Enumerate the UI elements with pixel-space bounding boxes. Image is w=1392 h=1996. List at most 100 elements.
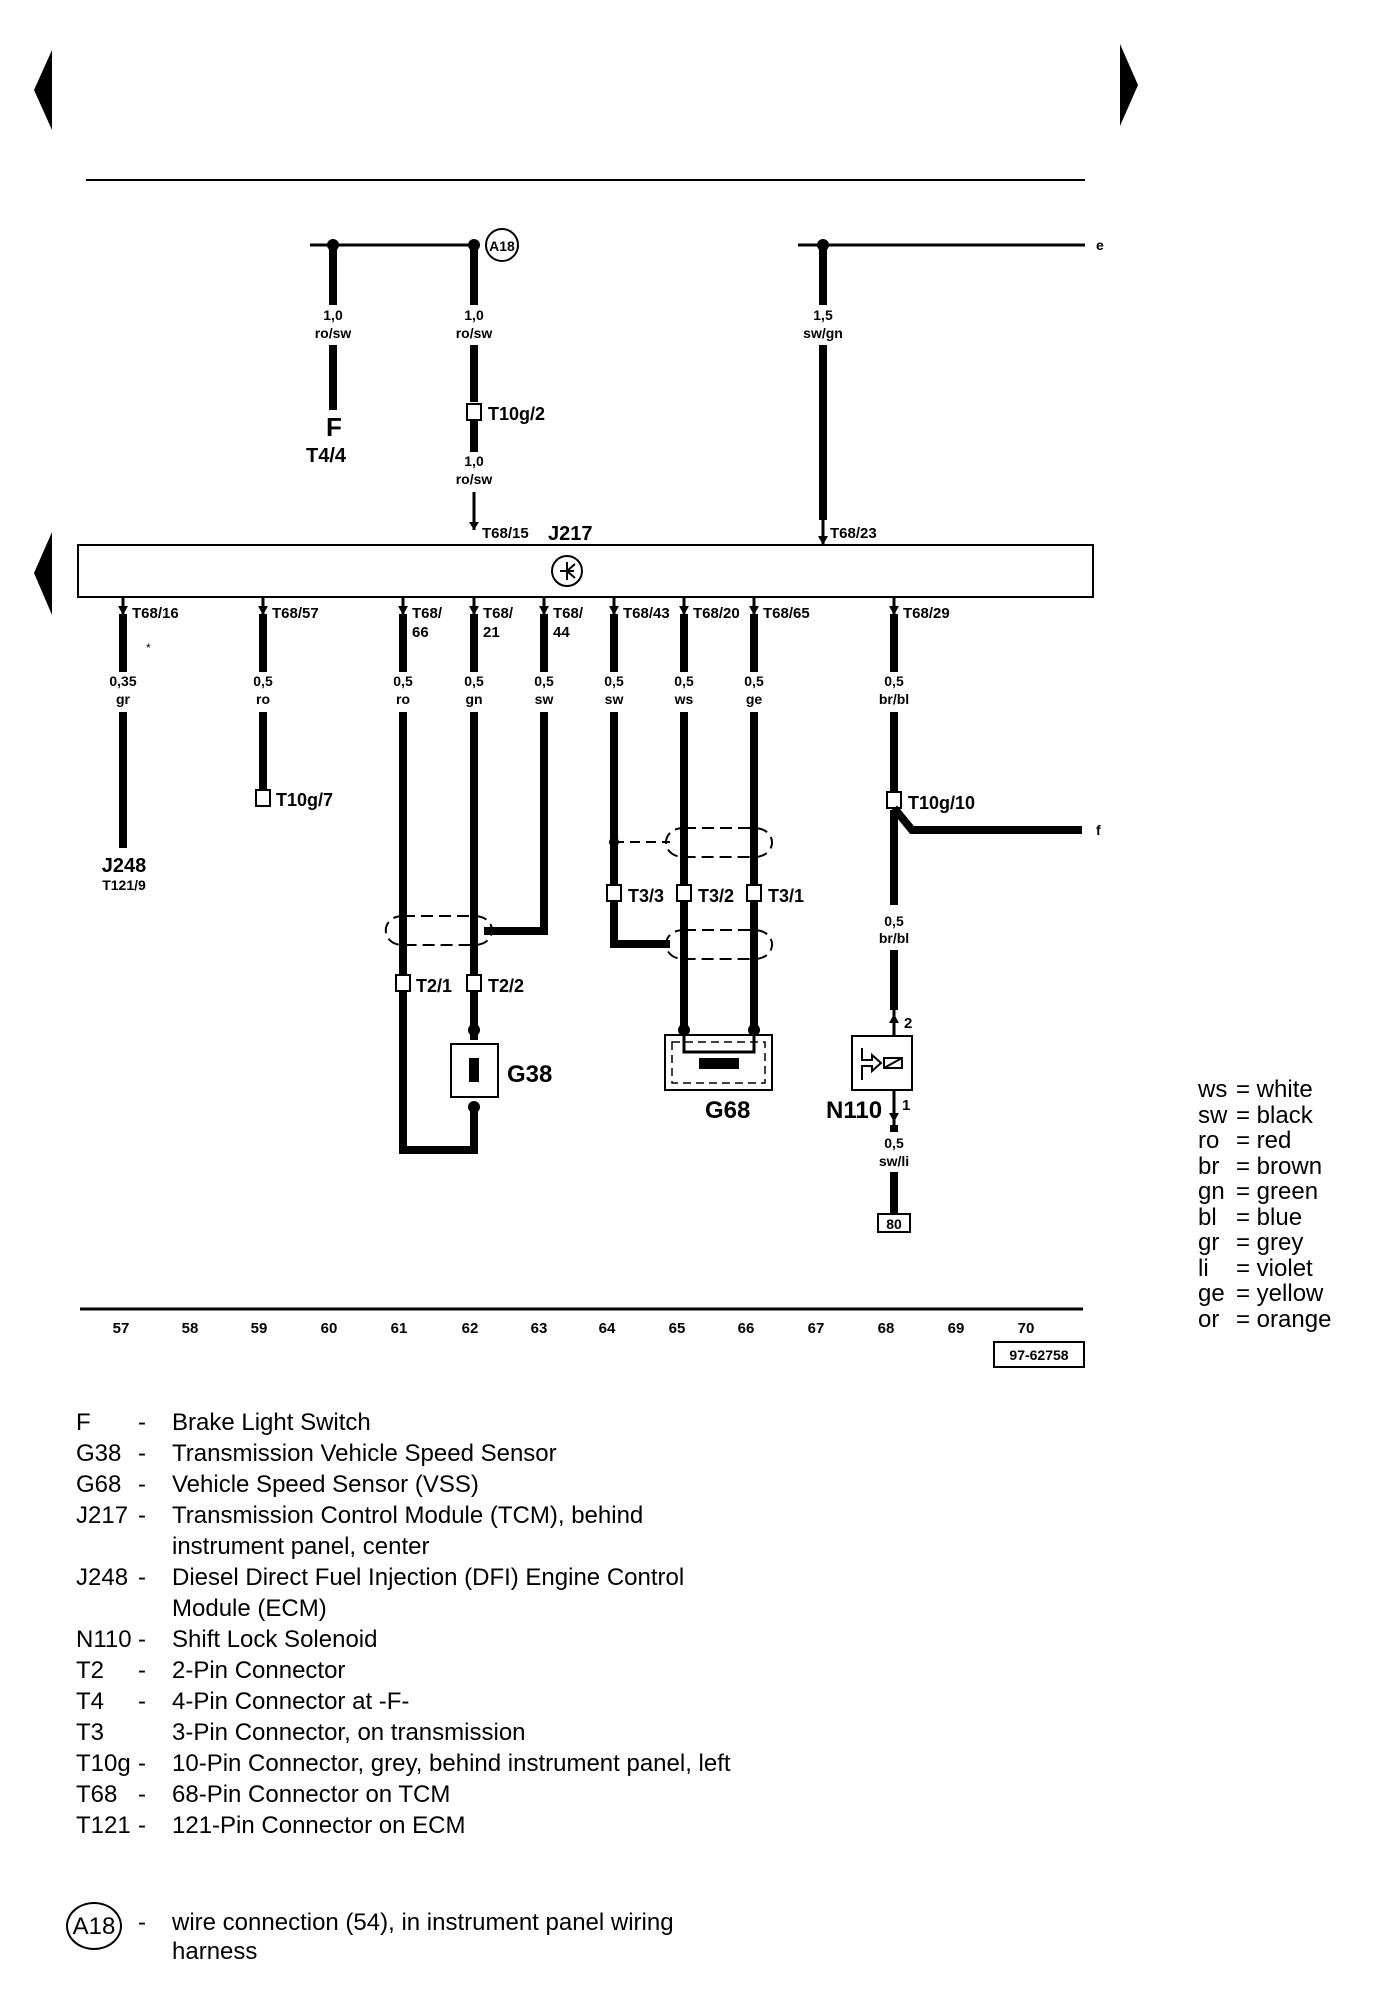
color-abbr: gn [1198, 1178, 1225, 1205]
junction-dot [748, 1024, 760, 1036]
left-arrow-icon[interactable] [34, 532, 52, 615]
connector-icon [395, 974, 411, 992]
connector-icon [466, 974, 482, 992]
pin-label: 44 [553, 624, 570, 641]
color-abbr: sw [1198, 1101, 1228, 1129]
component-f-code: F [326, 412, 342, 442]
legend-description: wire connection (54), in instrument pane… [172, 1909, 674, 1965]
color-name: = yellow [1236, 1280, 1324, 1307]
right-arrow-icon[interactable] [1120, 44, 1138, 126]
tcm-code: J217 [548, 523, 593, 545]
wire [399, 972, 478, 1154]
wire-color: ro/sw [456, 325, 493, 341]
color-legend-row: br= brown [1198, 1152, 1331, 1180]
wire-color: sw/gn [803, 325, 843, 341]
legend-description: 4-Pin Connector at -F- [172, 1688, 410, 1715]
pin-label: T68/ [483, 605, 514, 622]
n110-code: N110 [826, 1097, 882, 1124]
pin-arrow [609, 606, 619, 615]
g68-code: G68 [705, 1097, 750, 1124]
pin-arrow [118, 606, 128, 615]
wire-gauge: 0,5 [393, 673, 413, 689]
legend-code: T2 [76, 1657, 105, 1684]
legend-dash: - [138, 1657, 146, 1684]
connector-icon [676, 884, 692, 902]
wire-color: sw [535, 691, 554, 707]
grid-number: 68 [878, 1320, 895, 1337]
wire-gauge: 0,5 [674, 673, 694, 689]
legend-description: 2-Pin Connector [172, 1657, 346, 1684]
edge-label-e: e [1096, 237, 1104, 253]
wire-color: sw [605, 691, 624, 707]
legend-code: J248 [76, 1564, 129, 1591]
grid-number: 60 [321, 1320, 338, 1337]
legend-row: G68-Vehicle Speed Sensor (VSS) [76, 1469, 732, 1500]
shield-sleeve [384, 915, 493, 946]
g68-sensor-bracket [682, 1032, 756, 1054]
legend-dash: - [138, 1409, 146, 1436]
legend-code: F [76, 1409, 91, 1436]
wire-color: br/bl [879, 930, 909, 946]
color-legend-row: ro = red [1198, 1128, 1331, 1154]
wire-gauge: 0,5 [253, 673, 273, 689]
legend-dash: - [138, 1781, 146, 1808]
wire-color: ro [396, 691, 410, 707]
legend-row: T68-68-Pin Connector on TCM [76, 1779, 732, 1810]
shield-sleeve [665, 929, 773, 960]
grid-number: 58 [182, 1320, 199, 1337]
legend-row: F-Brake Light Switch [76, 1407, 732, 1438]
junction-dot [468, 1024, 480, 1036]
color-abbr: ro [1198, 1127, 1220, 1154]
wire-gauge: 1,0 [464, 307, 484, 323]
ecm-code: J248 [102, 855, 147, 877]
legend-dash: - [138, 1471, 146, 1498]
pin-label: T68/29 [903, 605, 950, 622]
shield-sleeve [665, 827, 773, 858]
legend-dash: - [138, 1812, 146, 1839]
a18-legend-symbol: A18 [66, 1902, 122, 1950]
color-abbr: ge [1198, 1280, 1225, 1307]
wire-gauge: 0,35 [109, 673, 136, 689]
legend-row: T121-121-Pin Connector on ECM [76, 1810, 732, 1841]
bottom-pin-group: T68/160,35grT68/570,5roT68/660,5roT68/21… [109, 597, 950, 707]
pin-label: T68/23 [830, 525, 877, 542]
color-name: = red [1236, 1127, 1292, 1154]
tcm-module-box [77, 544, 1094, 598]
wire-gauge: 0,5 [534, 673, 554, 689]
color-name: = grey [1236, 1229, 1304, 1256]
connector-label: T10g/2 [488, 404, 545, 424]
color-name: = black [1236, 1101, 1313, 1129]
color-abbr: gr [1198, 1229, 1220, 1256]
ground-point-box [877, 1213, 911, 1233]
n110-solenoid-stroke [883, 1057, 903, 1069]
connector-icon [746, 884, 762, 902]
legend-code: N110 [76, 1626, 132, 1653]
color-legend-row: sw = black [1198, 1101, 1331, 1129]
pin-arrow [889, 1014, 899, 1023]
pin-label: T68/ [553, 605, 584, 622]
wiring-diagram: e A18 1,0 ro/sw F T4/4 1,0 ro/sw T10g/2 … [34, 44, 1138, 1368]
legend-code: T10g [76, 1750, 131, 1777]
color-abbr: or [1198, 1305, 1220, 1333]
left-arrow-icon[interactable] [34, 50, 52, 130]
legend-description: Shift Lock Solenoid [172, 1626, 378, 1653]
pin-label: T68/43 [623, 605, 670, 622]
legend-code: G68 [76, 1471, 122, 1498]
wire-gauge: 1,0 [323, 307, 343, 323]
wire-color: ro/sw [456, 471, 493, 487]
grid-number: 67 [808, 1320, 825, 1337]
color-abbr: bl [1198, 1203, 1217, 1231]
pin-arrow [469, 606, 479, 615]
wire-color: sw/li [879, 1153, 909, 1169]
wire-color: gn [465, 691, 482, 707]
pin-label: T68/15 [482, 525, 529, 542]
pin-label: T68/57 [272, 605, 319, 622]
legend-description: Transmission Control Module (TCM), behin… [172, 1502, 644, 1560]
wire [890, 805, 1082, 834]
color-name: = brown [1236, 1152, 1323, 1180]
color-abbr: li [1198, 1254, 1209, 1282]
legend-description: Transmission Vehicle Speed Sensor [172, 1440, 557, 1467]
legend-code: T4 [76, 1688, 105, 1715]
legend-dash: - [138, 1440, 146, 1467]
